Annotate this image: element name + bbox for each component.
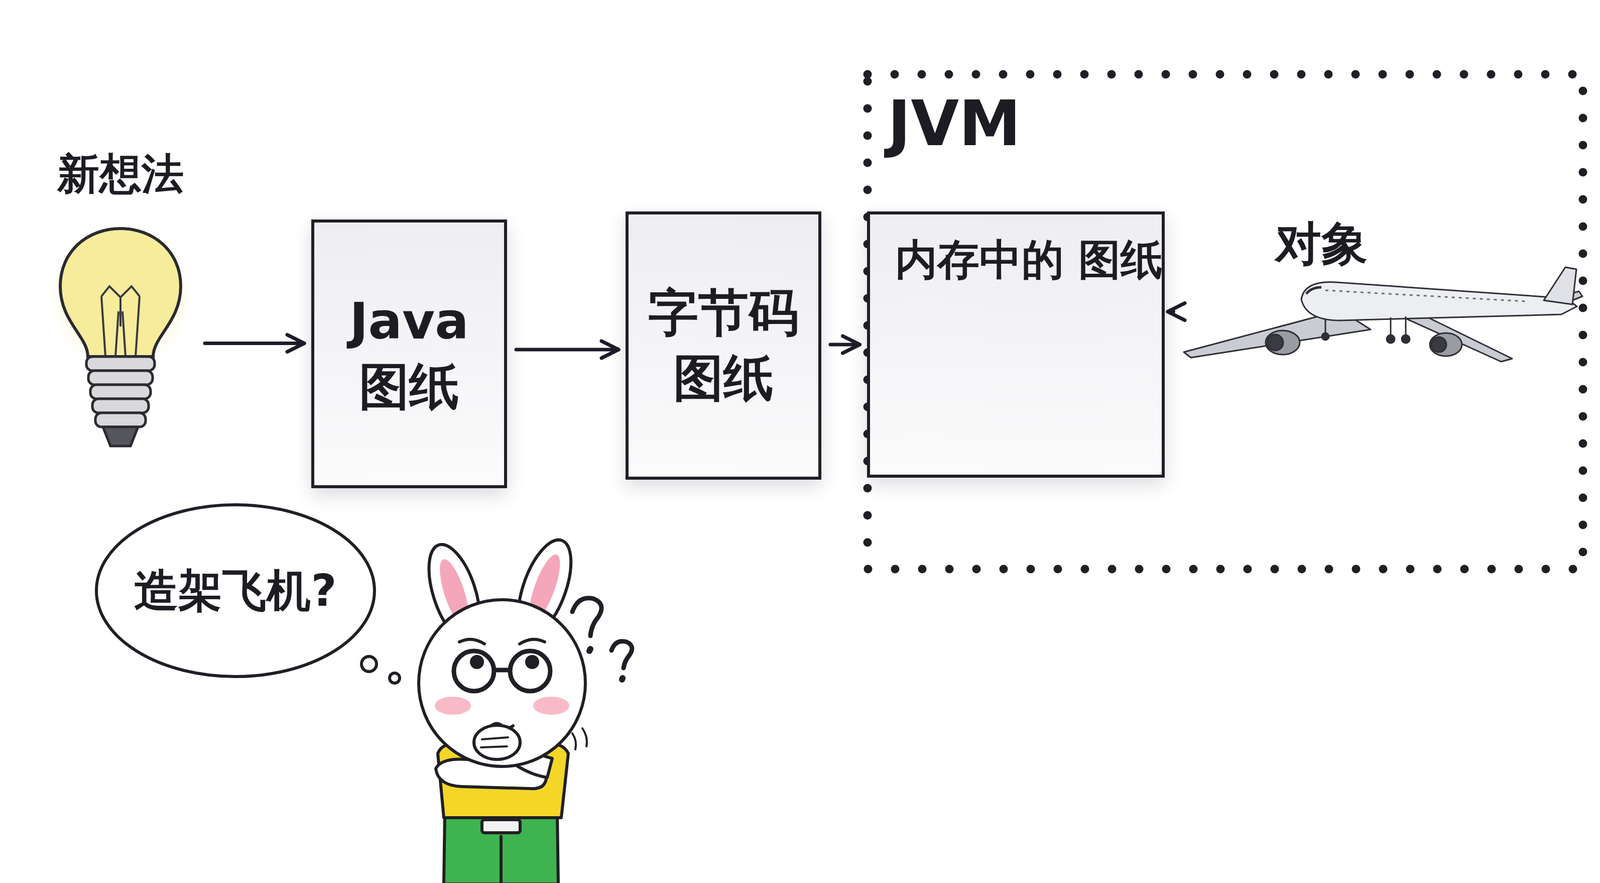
plane-gear xyxy=(1321,332,1329,340)
plane-engine xyxy=(1265,330,1300,355)
rabbit-glasses xyxy=(494,667,511,673)
rabbit-eye xyxy=(471,656,483,668)
plane-gear xyxy=(1321,316,1410,343)
sweat-lines xyxy=(572,727,587,750)
rabbit-glasses xyxy=(453,650,495,691)
flow-arrow xyxy=(204,341,305,345)
bulb-base xyxy=(86,356,155,371)
plane-gear xyxy=(1390,316,1406,337)
rabbit-fist xyxy=(473,724,521,760)
bulb-glow xyxy=(45,220,196,372)
question-marks xyxy=(572,597,633,680)
rabbit-brow xyxy=(459,639,545,644)
plane-engine xyxy=(1429,332,1462,356)
plane-fuselage xyxy=(1301,282,1577,321)
question-marks xyxy=(572,597,602,636)
bulb-base xyxy=(86,356,155,446)
flow-arrow xyxy=(516,347,619,352)
plane-engine xyxy=(1267,334,1284,351)
bulb-base xyxy=(92,398,149,413)
rabbit-pants xyxy=(443,813,559,883)
thought-dots xyxy=(361,656,400,683)
bulb-filament xyxy=(101,286,140,357)
light-bulb xyxy=(45,220,196,446)
bulb-glass xyxy=(60,228,181,357)
rabbit-blush xyxy=(434,696,471,715)
idea-node: 新想法 xyxy=(45,145,196,467)
rabbit-leg-line xyxy=(499,835,503,883)
bulb-base xyxy=(88,370,153,385)
bulb-filament xyxy=(101,286,140,298)
drawing-box: 字节码 图纸 xyxy=(625,211,822,480)
box-label: 字节码 图纸 xyxy=(638,280,809,411)
bulb-filament xyxy=(119,297,122,327)
rabbit-belt xyxy=(481,819,521,833)
bulb-base xyxy=(102,426,139,446)
drawing-box: 内存中的 图纸 xyxy=(867,211,1165,478)
plane-gear xyxy=(1401,334,1410,343)
object-label: 对象 xyxy=(1275,212,1368,276)
rabbit-eye xyxy=(526,656,538,668)
rabbit xyxy=(418,533,633,883)
region-title: JVM xyxy=(887,87,1022,160)
plane-engine xyxy=(1431,336,1447,352)
plane-windows xyxy=(1325,290,1527,302)
rabbit-head xyxy=(418,599,586,767)
bulb-filament xyxy=(135,296,140,357)
thought-text: 造架飞机? xyxy=(134,560,337,621)
rabbit-blush xyxy=(533,696,570,715)
rabbit-glasses xyxy=(510,650,551,691)
plane-gear xyxy=(1386,334,1395,343)
thought-bubble: 造架飞机? xyxy=(93,502,378,679)
box-label: 内存中的 图纸 xyxy=(895,232,1163,288)
plane-far-wing xyxy=(1395,313,1513,362)
plane-fin xyxy=(1543,267,1577,305)
airplane xyxy=(1183,267,1583,362)
bulb-filament xyxy=(101,296,106,357)
drawing-box: Java 图纸 xyxy=(311,219,508,488)
flow-arrow xyxy=(830,342,860,347)
bulb-base xyxy=(95,412,146,427)
plane-cockpit xyxy=(1306,287,1322,294)
rabbit-fingers xyxy=(480,736,509,748)
idea-label: 新想法 xyxy=(57,145,184,203)
jvm-region: JVM 内存中的 图纸 对象 xyxy=(862,69,1588,574)
bulb-base xyxy=(90,384,151,399)
flow-arrow xyxy=(1167,309,1174,314)
thought-dots xyxy=(389,672,400,683)
box-label: Java 图纸 xyxy=(324,288,495,420)
question-marks xyxy=(589,648,623,680)
bubble-outline xyxy=(96,504,375,677)
rabbit-glasses xyxy=(453,650,551,691)
question-marks xyxy=(611,641,633,668)
object-node: 对象 xyxy=(1174,210,1584,412)
thought-dots xyxy=(361,656,377,672)
